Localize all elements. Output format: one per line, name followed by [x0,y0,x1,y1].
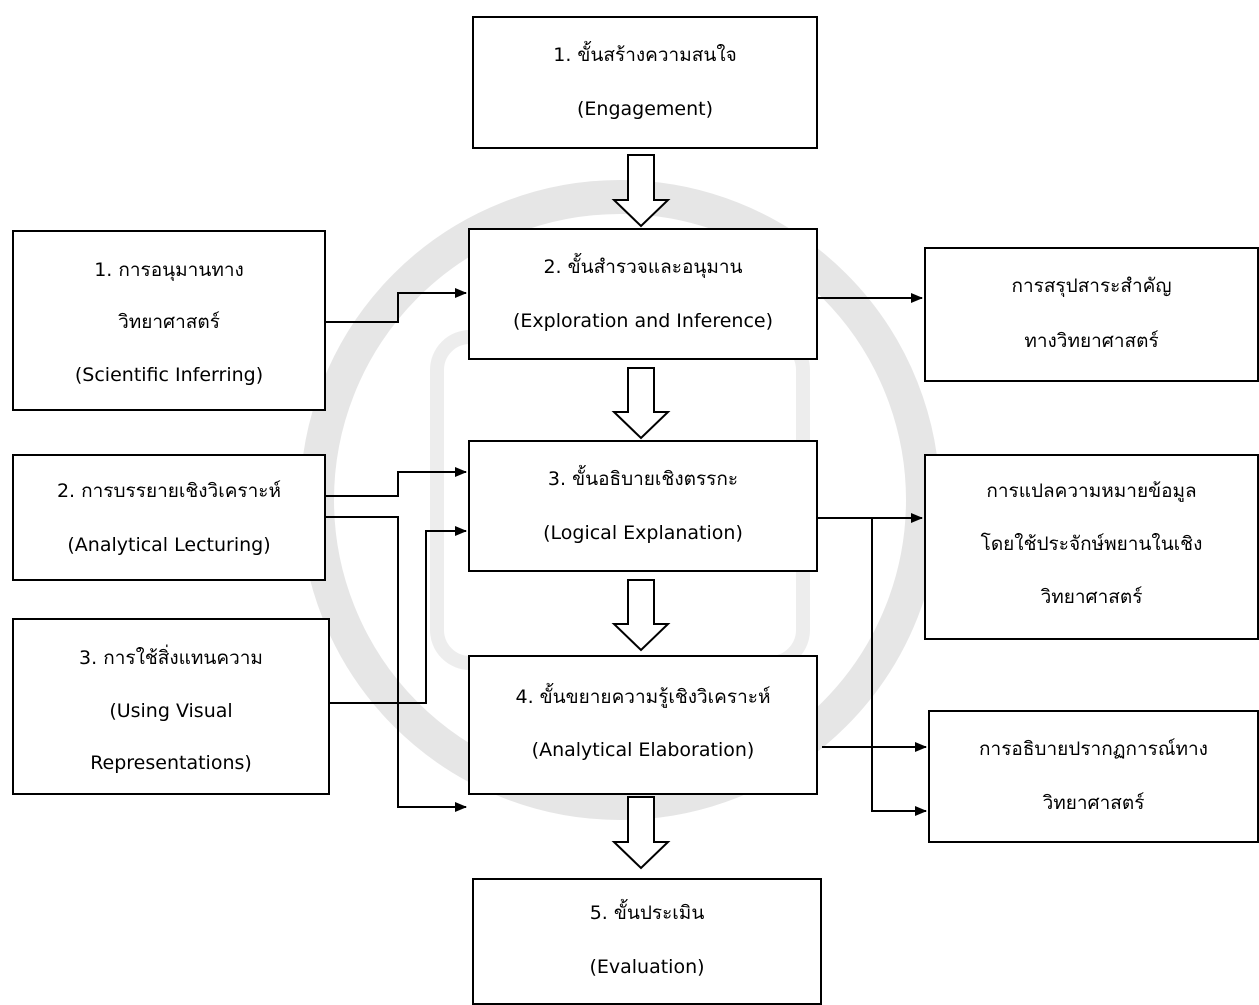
technique-line: 2. การบรรยายเชิงวิเคราะห์ [56,480,282,502]
outcome-line: การสรุปสาระสำคัญ [1011,275,1172,297]
outcome-line: โดยใช้ประจักษ์พยานในเชิง [980,533,1203,555]
block-arrow-1-2 [611,154,671,228]
block-arrow-2-3 [611,367,671,440]
technique-line: (Scientific Inferring) [74,364,264,386]
technique-line: (Using Visual [109,700,233,722]
step-subtitle: (Engagement) [576,98,713,120]
step-title: 4. ขั้นขยายความรู้เชิงวิเคราะห์ [515,686,771,708]
technique-line: 1. การอนุมานทาง [94,259,244,281]
step-subtitle: (Evaluation) [589,956,705,978]
outcome-interpret-box: การแปลความหมายข้อมูล โดยใช้ประจักษ์พยานใ… [924,454,1259,640]
step-title: 2. ขั้นสำรวจและอนุมาน [543,256,743,278]
outcome-line: วิทยาศาสตร์ [1040,586,1143,608]
connector-lecturing-1 [326,467,467,497]
step-subtitle: (Analytical Elaboration) [531,739,755,761]
connector-lecturing-2 [326,516,467,812]
outcome-summary-box: การสรุปสาระสำคัญ ทางวิทยาศาสตร์ [924,247,1259,382]
outcome-line: การแปลความหมายข้อมูล [986,480,1197,502]
connector-phenomena-from-3 [871,518,927,816]
step-title: 1. ขั้นสร้างความสนใจ [553,44,737,66]
step-subtitle: (Logical Explanation) [543,522,743,544]
technique-line: (Analytical Lecturing) [67,534,271,556]
technique-line: วิทยาศาสตร์ [118,311,220,333]
connector-visual [330,526,467,704]
step-elaboration-box: 4. ขั้นขยายความรู้เชิงวิเคราะห์ (Analyti… [468,655,818,795]
step-title: 3. ขั้นอธิบายเชิงตรรกะ [547,468,739,490]
block-arrow-3-4 [611,579,671,652]
block-arrow-4-5 [611,796,671,870]
technique-inferring-box: 1. การอนุมานทาง วิทยาศาสตร์ (Scientific … [12,230,326,411]
step-evaluation-box: 5. ขั้นประเมิน (Evaluation) [472,878,822,1005]
outcome-line: การอธิบายปรากฏการณ์ทาง [979,738,1208,760]
step-engagement-box: 1. ขั้นสร้างความสนใจ (Engagement) [472,16,818,149]
technique-lecturing-box: 2. การบรรยายเชิงวิเคราะห์ (Analytical Le… [12,454,326,581]
outcome-line: วิทยาศาสตร์ [1042,792,1145,814]
outcome-line: ทางวิทยาศาสตร์ [1024,330,1159,352]
connector-inferring [326,288,467,323]
outcome-phenomena-box: การอธิบายปรากฏการณ์ทาง วิทยาศาสตร์ [928,710,1259,843]
technique-visual-box: 3. การใช้สิ่งแทนความ (Using Visual Repre… [12,618,330,795]
technique-line: Representations) [90,752,252,774]
step-subtitle: (Exploration and Inference) [513,310,773,332]
step-exploration-box: 2. ขั้นสำรวจและอนุมาน (Exploration and I… [468,228,818,360]
step-explanation-box: 3. ขั้นอธิบายเชิงตรรกะ (Logical Explanat… [468,440,818,572]
step-title: 5. ขั้นประเมิน [589,902,705,924]
technique-line: 3. การใช้สิ่งแทนความ [79,647,263,669]
